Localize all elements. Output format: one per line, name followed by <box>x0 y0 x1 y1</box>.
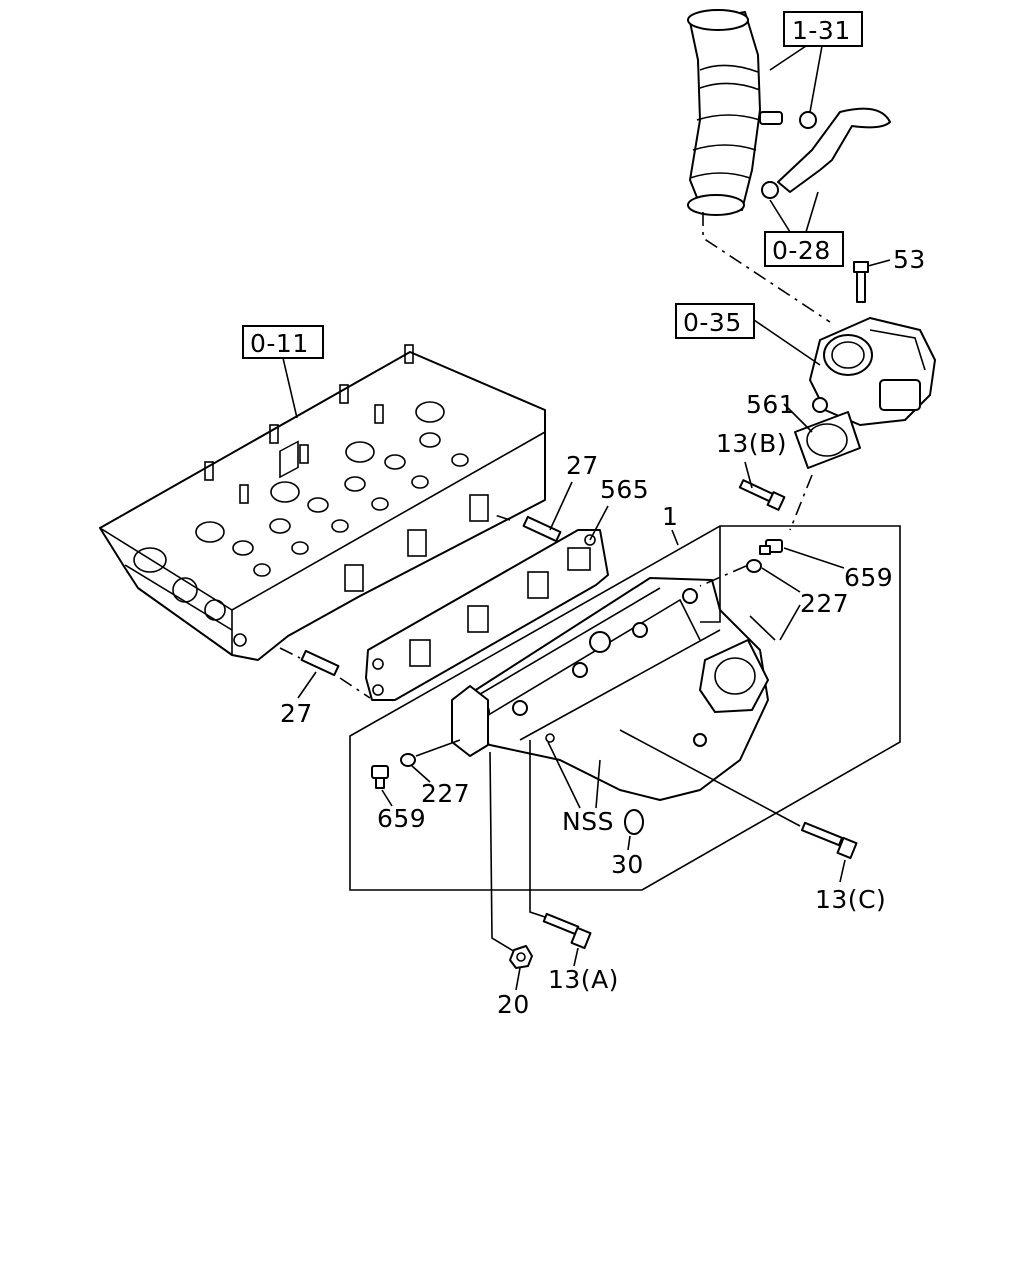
label-27-upper[interactable]: 27 <box>566 451 599 480</box>
bolt-659-right <box>759 539 783 555</box>
label-13b[interactable]: 13(B) <box>716 429 787 458</box>
label-227-left[interactable]: 227 <box>421 779 470 808</box>
bolt-13b <box>738 479 786 511</box>
label-20[interactable]: 20 <box>497 990 530 1019</box>
breather-hose <box>761 107 891 199</box>
label-1-31: 1-31 <box>792 16 851 45</box>
label-nss[interactable]: NSS <box>562 807 614 836</box>
label-227-right[interactable]: 227 <box>800 589 849 618</box>
bolt-13a <box>542 912 592 950</box>
throttle-body <box>809 317 936 426</box>
label-13c[interactable]: 13(C) <box>815 885 886 914</box>
stud-27-upper <box>522 515 562 543</box>
label-53[interactable]: 53 <box>893 245 926 274</box>
label-30[interactable]: 30 <box>611 850 644 879</box>
bolt-53 <box>853 261 869 303</box>
label-0-28: 0-28 <box>772 236 831 265</box>
ref-box-1-31[interactable]: 1-31 <box>783 11 863 47</box>
o-ring-30 <box>624 809 644 835</box>
head-details <box>133 344 489 647</box>
intake-manifold <box>451 577 769 801</box>
label-659-right[interactable]: 659 <box>844 563 893 592</box>
label-0-11: 0-11 <box>250 329 309 358</box>
bolt-13c <box>800 821 858 860</box>
air-intake-hose <box>687 9 783 216</box>
bolt-659-left <box>371 765 389 789</box>
label-0-35: 0-35 <box>683 308 742 337</box>
label-1[interactable]: 1 <box>662 502 678 531</box>
ref-box-0-11[interactable]: 0-11 <box>242 325 324 359</box>
gasket-565 <box>365 529 609 701</box>
label-27-lower[interactable]: 27 <box>280 699 313 728</box>
label-13a[interactable]: 13(A) <box>548 965 619 994</box>
label-561[interactable]: 561 <box>746 390 795 419</box>
ref-box-0-35[interactable]: 0-35 <box>675 303 755 339</box>
label-565[interactable]: 565 <box>600 475 649 504</box>
washer-227-left <box>400 753 416 767</box>
cylinder-head <box>99 344 546 661</box>
gasket-561 <box>794 411 861 469</box>
nut-20 <box>509 945 533 969</box>
washer-227-right <box>746 559 762 573</box>
stud-27-lower <box>300 649 340 677</box>
ref-box-0-28[interactable]: 0-28 <box>764 231 844 267</box>
label-659-left[interactable]: 659 <box>377 804 426 833</box>
